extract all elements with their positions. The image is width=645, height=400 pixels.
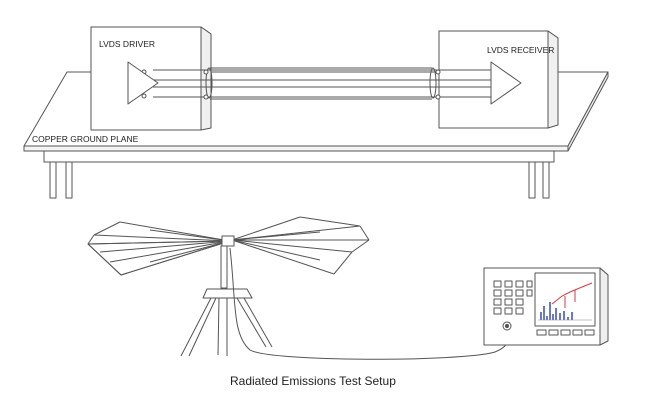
biconical-antenna-icon xyxy=(87,216,370,276)
differential-cable xyxy=(141,67,498,100)
receiver-label: LVDS RECEIVER xyxy=(487,45,554,55)
spectrum-analyzer-icon xyxy=(483,267,609,346)
analyzer-keypad xyxy=(493,280,533,315)
ground-plane-label: COPPER GROUND PLANE xyxy=(32,134,139,144)
diagram-caption: Radiated Emissions Test Setup xyxy=(230,374,396,388)
driver-label: LVDS DRIVER xyxy=(99,39,155,49)
lvds-driver-box xyxy=(90,26,212,131)
table-leg-left xyxy=(49,161,73,199)
driver-amplifier-icon xyxy=(127,61,159,105)
receiver-amplifier-icon xyxy=(490,61,522,105)
table-leg-right xyxy=(528,161,550,199)
analyzer-screen xyxy=(538,282,593,321)
limit-line xyxy=(551,282,593,305)
antenna-tripod xyxy=(180,245,273,357)
coax-cable xyxy=(229,247,509,360)
